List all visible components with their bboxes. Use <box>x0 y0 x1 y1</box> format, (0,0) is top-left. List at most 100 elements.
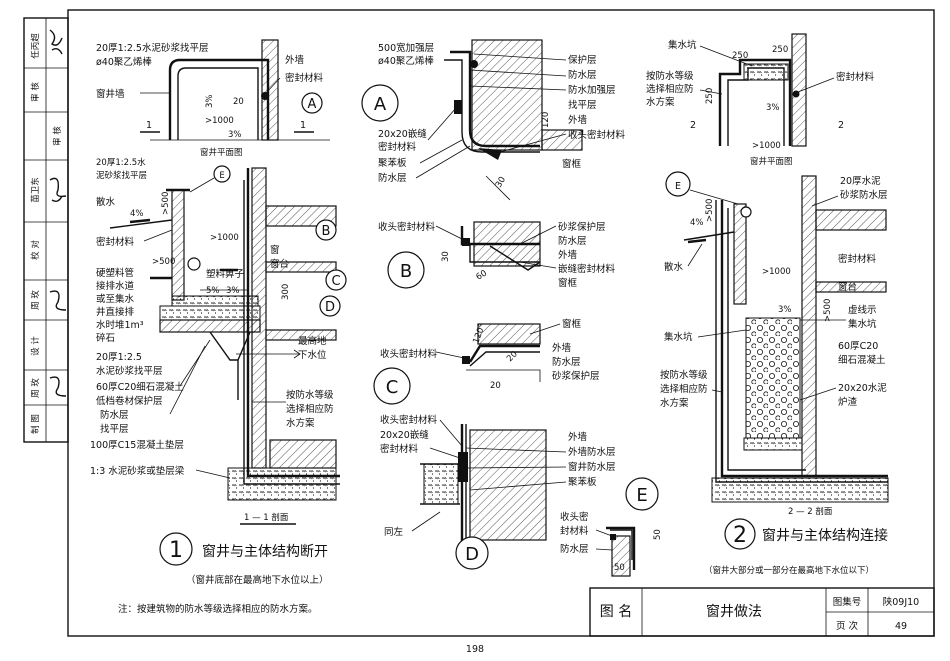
label: 20x20嵌缝 <box>380 429 429 441</box>
caption: 窗井平面图 <box>750 156 793 167</box>
label: 找平层 <box>100 423 129 435</box>
label: 密封材料 <box>838 253 877 265</box>
label: 细石混凝土 <box>838 354 886 366</box>
detail-e: E 收头密 封材料 防水层 50 50 <box>560 477 663 577</box>
label: 下水位 <box>298 349 327 361</box>
diagram-number: 1 <box>169 538 183 563</box>
caption: 2 — 2 剖面 <box>788 506 833 517</box>
dimension: 60 <box>475 269 489 283</box>
label: 窗井防水层 <box>568 461 616 473</box>
caption: 1 — 1 剖面 <box>244 512 289 523</box>
slope-label: 4% <box>130 209 144 219</box>
label: 收头密 <box>560 511 589 523</box>
sidebar-text-3: 审 核 <box>52 126 63 146</box>
label: 防水层 <box>100 409 129 421</box>
label: 60厚C20 <box>838 341 878 352</box>
slope-label: 3% <box>766 103 780 113</box>
dimension: >500 <box>161 192 171 215</box>
label: 密封材料 <box>378 141 417 153</box>
section-mark: 2 <box>838 120 844 131</box>
slope-label: 3% <box>226 286 240 296</box>
sidebar-text-1: 任丙超 <box>30 33 41 59</box>
dimension: 250 <box>732 51 748 61</box>
signature-mark <box>49 177 67 203</box>
label: 密封材料 <box>96 236 135 248</box>
label: 20厚水泥 <box>840 175 881 187</box>
dimension: 50 <box>614 563 625 573</box>
label: 100厚C15混凝土垫层 <box>90 439 184 451</box>
label: 防水层 <box>552 356 581 368</box>
signature-mark <box>49 290 67 311</box>
label: 按防水等级 <box>660 369 708 381</box>
label: 20厚1:2.5水 <box>96 157 146 168</box>
sidebar-text-8: 周 玫 <box>30 378 41 398</box>
detail-badge: B <box>400 261 412 282</box>
label: 密封材料 <box>380 443 419 455</box>
dimension: 20 <box>233 97 244 107</box>
label: 防水层 <box>568 69 597 81</box>
label: 窗 <box>270 244 280 256</box>
diagram-number: 2 <box>733 523 747 548</box>
detail-badge: E <box>636 485 647 506</box>
label: 外墙 <box>568 114 588 126</box>
label: 收头密封材料 <box>380 348 438 360</box>
label: 防水加强层 <box>568 84 616 96</box>
detail-b: B 收头密封材料 30 60 砂浆保护层 防水层 外墙 嵌缝密封材料 窗框 <box>378 221 616 289</box>
dimension: >500 <box>823 299 833 322</box>
label: 水泥砂浆找平层 <box>96 365 163 377</box>
label: 1:3 水泥砂浆或垫层梁 <box>90 465 185 477</box>
diagram-subtitle: （窗井大部分或一部分在最高地下水位以下） <box>704 565 874 576</box>
label: 密封材料 <box>836 71 875 83</box>
label: 外墙 <box>568 431 588 443</box>
dimension: 300 <box>281 284 291 300</box>
detail-d: D 收头密封材料 20x20嵌缝 密封材料 同左 外墙 外墙防水层 窗井防水层 … <box>380 414 616 570</box>
diagram-subtitle: （窗井底部在最高地下水位以上） <box>186 574 329 586</box>
note: 注：按建筑物的防水等级选择相应的防水方案。 <box>118 603 318 615</box>
label: 水方案 <box>660 397 689 409</box>
atlas-number-label: 图集号 <box>833 596 862 608</box>
dimension: >500 <box>152 257 175 267</box>
detail-badge-e: E <box>675 181 681 192</box>
dimension: 30 <box>441 251 451 262</box>
label: 水方案 <box>286 417 315 429</box>
label: 硬塑料管 <box>96 267 134 279</box>
detail-badge: A <box>374 94 387 115</box>
label: 500宽加强层 <box>378 42 434 54</box>
dimension: >500 <box>705 199 715 222</box>
diagram1-title: 1 窗井与主体结构断开 （窗井底部在最高地下水位以上） <box>159 532 329 586</box>
dimension: 250 <box>705 88 715 104</box>
label: 低档卷材保护层 <box>96 395 163 407</box>
label: 20厚1:2.5 <box>96 352 142 363</box>
sidebar-text-5: 校 对 <box>30 240 41 260</box>
page-number: 198 <box>466 644 484 655</box>
detail-badge-d: D <box>325 300 335 315</box>
detail-badge-c: C <box>331 274 340 289</box>
detail-a: A 500宽加强层 ø40聚乙烯棒 20x20嵌缝 密封材料 聚苯板 防水层 保… <box>361 39 626 201</box>
slope-label: 3% <box>778 305 792 315</box>
label: 外墙 <box>558 249 578 261</box>
sidebar-text-9: 制 图 <box>30 414 41 434</box>
label: 窗台 <box>838 281 857 293</box>
slope-label: 3% <box>205 95 215 109</box>
label: ø40聚乙烯棒 <box>378 55 434 67</box>
label: 水方案 <box>646 96 675 108</box>
page-label: 页 次 <box>836 620 859 632</box>
diagram-title: 窗井与主体结构连接 <box>762 527 888 544</box>
label: 外墙防水层 <box>568 446 616 458</box>
sidebar-signature-strip: 任丙超 审 核 审 核 苗卫东 校 对 周 玫 设 计 周 玫 制 图 <box>23 17 69 443</box>
label: 保护层 <box>568 54 597 66</box>
label: 防水层 <box>378 172 407 184</box>
detail-badge: C <box>386 377 399 398</box>
label: 散水 <box>96 196 116 208</box>
signature-mark <box>49 376 67 397</box>
label: 外墙 <box>285 54 305 66</box>
label: 集水坑 <box>664 331 693 343</box>
sidebar-text-7: 设 计 <box>30 336 41 356</box>
label: 20厚1:2.5水泥砂浆找平层 <box>96 42 208 54</box>
label: 聚苯板 <box>568 476 597 488</box>
caption: 窗井平面图 <box>200 147 243 158</box>
label: 井直接排 <box>96 306 135 318</box>
label: 集水坑 <box>668 39 697 51</box>
label: 20x20嵌缝 <box>378 128 427 140</box>
